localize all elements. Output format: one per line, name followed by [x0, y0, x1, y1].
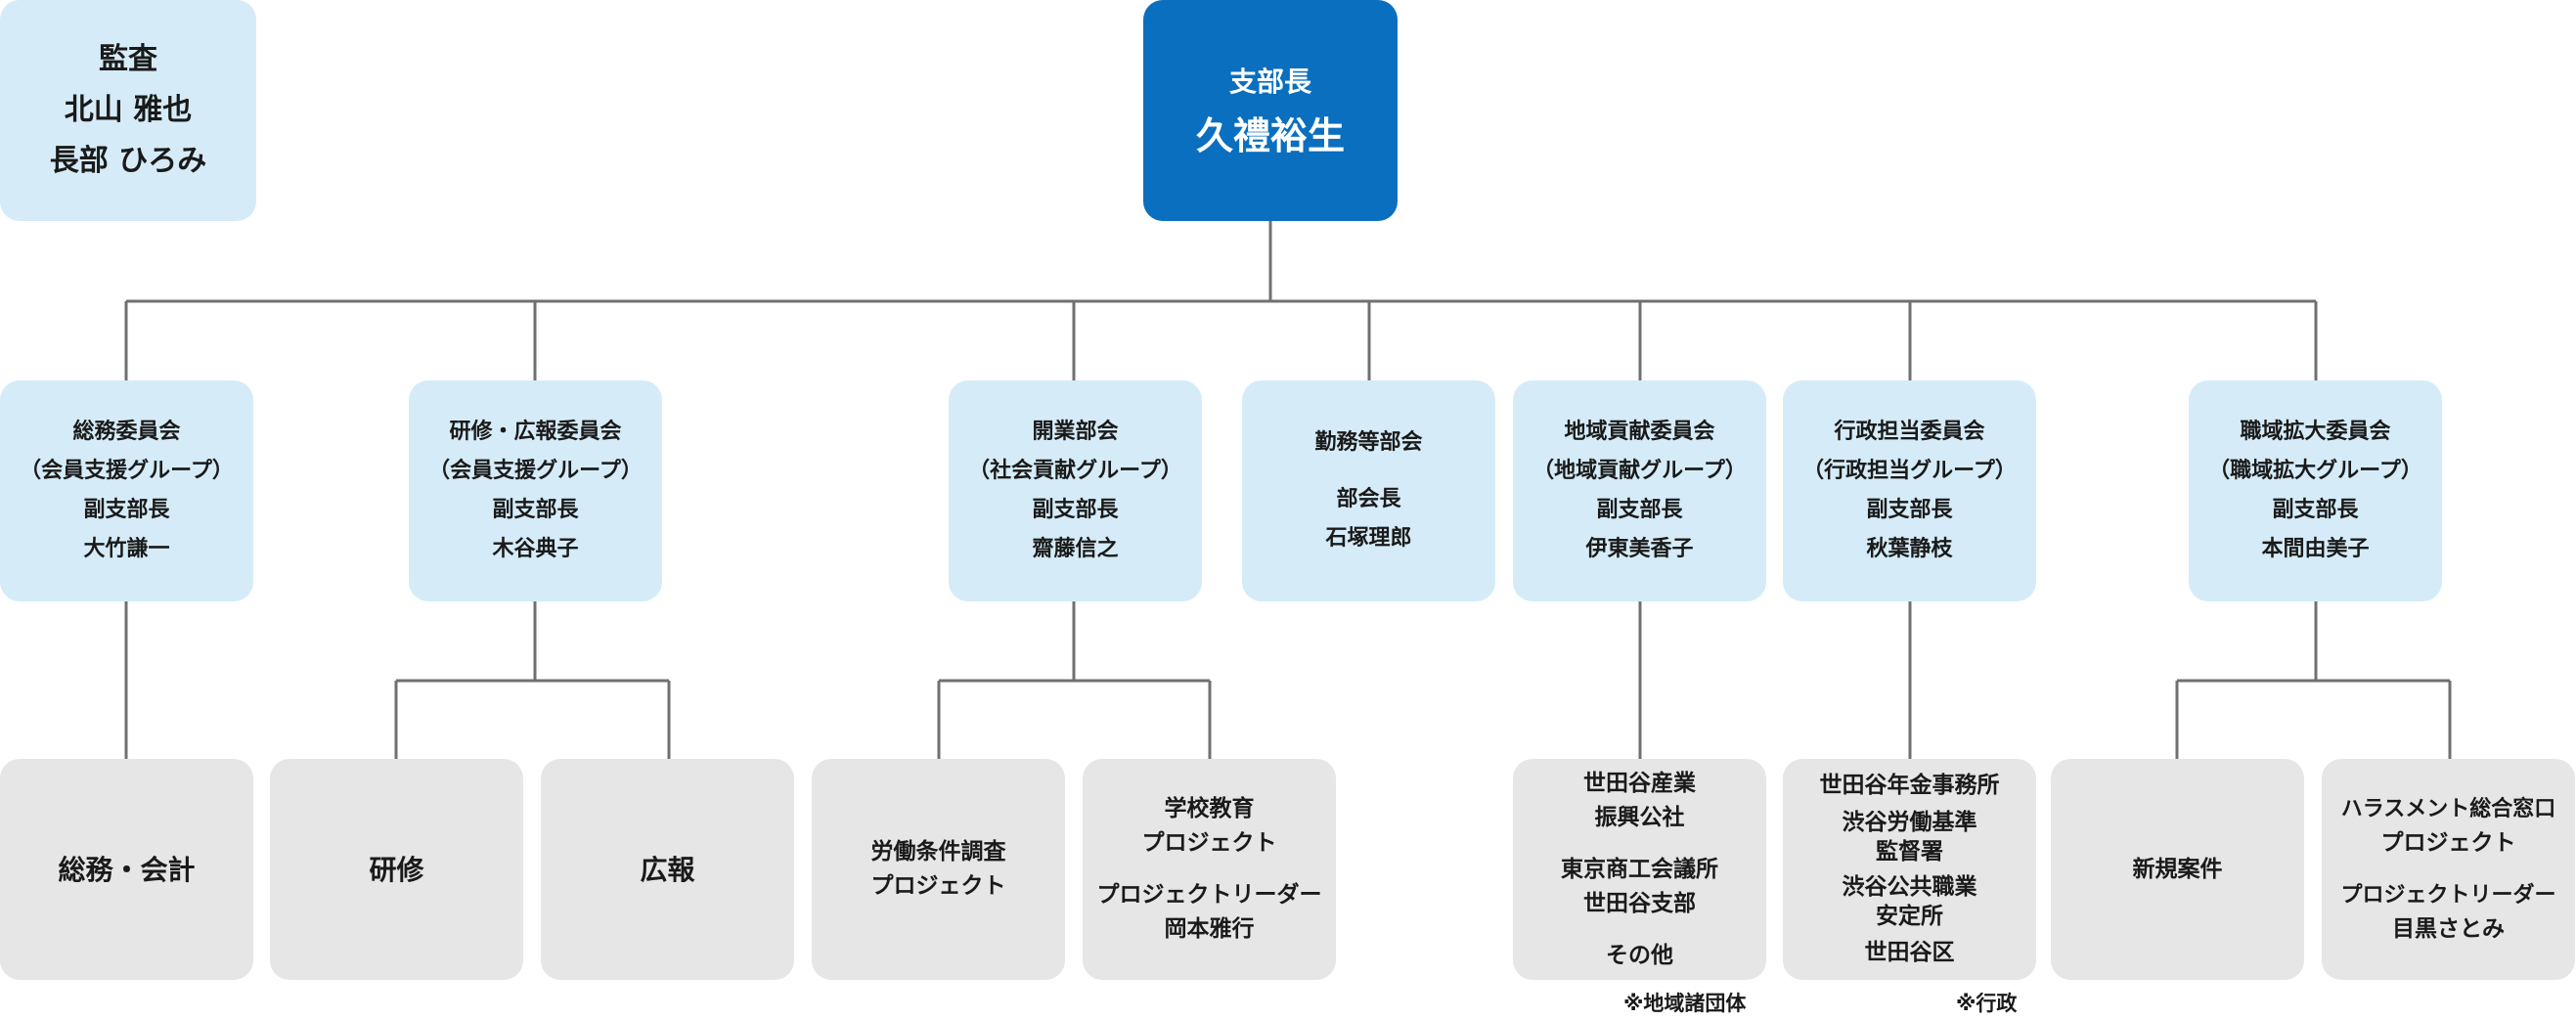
leaf-label: 研修: [369, 853, 424, 886]
leaf-person: 目黒さとみ: [2392, 916, 2505, 942]
leaf-label: 渋谷労働基準: [1842, 810, 1977, 835]
leaf-role: プロジェクトリーダー: [1096, 882, 1322, 908]
committee-name: 開業部会: [1032, 420, 1119, 444]
leaf-chiiki-dantai: 世田谷産業 振興公社 東京商工会議所 世田谷支部 その他: [1513, 759, 1766, 980]
audit-member: 長部 ひろみ: [49, 144, 207, 178]
committee-role: 副支部長: [1032, 498, 1119, 522]
leaf-label: 総務・会計: [58, 853, 196, 886]
committee-person: 大竹謙一: [83, 537, 170, 561]
branch-head-name: 久禮裕生: [1195, 114, 1345, 157]
leaf-soumu-kaikei: 総務・会計: [0, 759, 253, 980]
leaf-label: その他: [1606, 942, 1673, 968]
note-gyousei: ※行政: [1956, 992, 2018, 1015]
leaf-label: 世田谷支部: [1583, 890, 1696, 916]
leaf-label: 世田谷年金事務所: [1819, 773, 2000, 798]
leaf-label: プロジェクト: [1141, 830, 1277, 856]
line-c7-branch: [2175, 601, 2452, 759]
committee-chiiki: 地域貢献委員会 （地域貢献グループ） 副支部長 伊東美香子: [1513, 380, 1766, 601]
leaf-label: 世田谷産業: [1583, 770, 1696, 796]
committee-kaigyou: 開業部会 （社会貢献グループ） 副支部長 齋藤信之: [949, 380, 1202, 601]
leaf-gyousei: 世田谷年金事務所 渋谷労働基準 監督署 渋谷公共職業 安定所 世田谷区: [1783, 759, 2036, 980]
committee-role: 副支部長: [1866, 498, 1953, 522]
committee-person: 伊東美香子: [1585, 537, 1694, 561]
leaf-roudou-project: 労働条件調査 プロジェクト: [812, 759, 1065, 980]
committee-role: 副支部長: [83, 498, 170, 522]
leaf-gakkou-project: 学校教育 プロジェクト プロジェクトリーダー 岡本雅行: [1083, 759, 1336, 980]
leaf-label: 安定所: [1876, 904, 1943, 929]
committee-group: （職域拡大グループ）: [2208, 459, 2422, 483]
committee-group: （会員支援グループ）: [20, 459, 234, 483]
leaf-label: 渋谷公共職業: [1842, 874, 1977, 900]
committee-person: 本間由美子: [2261, 537, 2370, 561]
committee-name: 勤務等部会: [1314, 430, 1423, 455]
leaf-shinki-anken: 新規案件: [2051, 759, 2304, 980]
leaf-label: 労働条件調査: [870, 839, 1006, 865]
leaf-label: プロジェクト: [870, 873, 1006, 899]
committee-kenshu-kouhou: 研修・広報委員会 （会員支援グループ） 副支部長 木谷典子: [409, 380, 662, 601]
leaf-label: 世田谷区: [1864, 940, 1955, 965]
committee-person: 木谷典子: [492, 537, 579, 561]
leaf-label: 新規案件: [2132, 856, 2223, 882]
committee-role: 副支部長: [492, 498, 579, 522]
leaf-kenshu: 研修: [270, 759, 523, 980]
leaf-role: プロジェクトリーダー: [2340, 883, 2556, 908]
leaf-label: プロジェクト: [2380, 830, 2516, 856]
committee-role: 部会長: [1336, 487, 1401, 511]
committee-name: 地域貢献委員会: [1564, 420, 1715, 444]
leaf-label: 学校教育: [1164, 796, 1255, 821]
committee-group: （社会貢献グループ）: [968, 459, 1182, 483]
audit-member: 北山 雅也: [64, 93, 193, 127]
audit-box: 監査 北山 雅也 長部 ひろみ: [0, 0, 256, 221]
note-chiiki: ※地域諸団体: [1623, 992, 1747, 1015]
line-c2-branch: [394, 601, 671, 759]
committee-gyousei: 行政担当委員会 （行政担当グループ） 副支部長 秋葉静枝: [1783, 380, 2036, 601]
committee-shokuiki: 職域拡大委員会 （職域拡大グループ） 副支部長 本間由美子: [2189, 380, 2442, 601]
leaf-label: 監督署: [1876, 839, 1943, 865]
committee-person: 石塚理郎: [1325, 526, 1412, 551]
committee-person: 齋藤信之: [1032, 537, 1119, 561]
committee-name: 行政担当委員会: [1834, 420, 1985, 444]
line-c3-branch: [937, 601, 1212, 759]
committee-kinmu: 勤務等部会 部会長 石塚理郎: [1242, 380, 1495, 601]
leaf-label: 振興公社: [1594, 804, 1685, 830]
leaf-label: 広報: [640, 853, 695, 886]
committee-role: 副支部長: [2272, 498, 2359, 522]
committee-group: （会員支援グループ）: [428, 459, 643, 483]
audit-label: 監査: [99, 42, 157, 76]
leaf-label: ハラスメント総合窓口: [2340, 797, 2556, 821]
committee-group: （行政担当グループ）: [1802, 459, 2017, 483]
committee-name: 職域拡大委員会: [2240, 420, 2391, 444]
committee-soumu: 総務委員会 （会員支援グループ） 副支部長 大竹謙一: [0, 380, 253, 601]
committee-name: 研修・広報委員会: [449, 420, 622, 444]
branch-head-box: 支部長 久禮裕生: [1143, 0, 1398, 221]
leaf-label: 東京商工会議所: [1561, 856, 1718, 882]
leaf-person: 岡本雅行: [1164, 916, 1255, 942]
committee-name: 総務委員会: [72, 420, 181, 444]
committee-role: 副支部長: [1596, 498, 1683, 522]
committee-person: 秋葉静枝: [1866, 537, 1953, 561]
leaf-kouhou: 広報: [541, 759, 794, 980]
committee-group: （地域貢献グループ）: [1532, 459, 1747, 483]
leaf-harassment-project: ハラスメント総合窓口 プロジェクト プロジェクトリーダー 目黒さとみ: [2322, 759, 2575, 980]
branch-head-title: 支部長: [1228, 66, 1311, 98]
